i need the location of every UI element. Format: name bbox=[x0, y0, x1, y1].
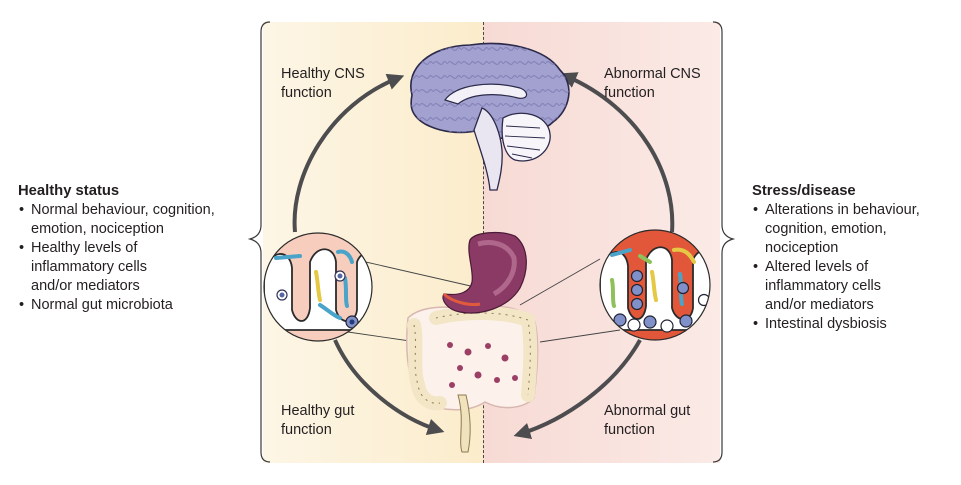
list-item: Normal gut microbiota bbox=[18, 296, 258, 315]
list-line: nociception bbox=[765, 240, 839, 256]
intestine-icon bbox=[406, 305, 539, 453]
label-healthy-gut: Healthy gut function bbox=[281, 402, 354, 440]
label-line: Healthy CNS bbox=[281, 66, 365, 82]
callout-lines bbox=[347, 258, 621, 344]
disease-status-list: Alterations in behaviour, cognition, emo… bbox=[752, 201, 957, 334]
right-bracket bbox=[712, 21, 736, 463]
disease-status-title: Stress/disease bbox=[752, 183, 856, 199]
label-line: Healthy gut bbox=[281, 403, 355, 419]
list-line: inflammatory cells bbox=[31, 259, 148, 275]
healthy-status: Healthy status Normal behaviour, cogniti… bbox=[18, 181, 258, 315]
label-abnormal-cns: Abnormal CNS function bbox=[604, 65, 701, 103]
arrow-abnormal-down bbox=[513, 339, 642, 440]
label-line: function bbox=[604, 85, 655, 101]
list-line: Alterations in behaviour, bbox=[765, 202, 920, 218]
arrow-healthy-down bbox=[333, 339, 445, 435]
list-line: Normal behaviour, cognition, bbox=[31, 202, 215, 218]
list-item: Altered levels of inflammatory cells and… bbox=[752, 258, 957, 315]
list-line: and/or mediators bbox=[31, 278, 140, 294]
villi-healthy-icon bbox=[263, 232, 373, 342]
list-line: Altered levels of bbox=[765, 259, 869, 275]
list-line: emotion, nociception bbox=[31, 221, 164, 237]
list-item: Intestinal dysbiosis bbox=[752, 315, 957, 334]
list-line: Normal gut microbiota bbox=[31, 297, 173, 313]
list-item: Alterations in behaviour, cognition, emo… bbox=[752, 201, 957, 258]
label-line: Abnormal gut bbox=[604, 403, 691, 419]
label-line: function bbox=[604, 422, 655, 438]
healthy-status-list: Normal behaviour, cognition, emotion, no… bbox=[18, 201, 258, 315]
list-item: Normal behaviour, cognition, emotion, no… bbox=[18, 201, 258, 239]
list-line: cognition, emotion, bbox=[765, 221, 887, 237]
label-healthy-cns: Healthy CNS function bbox=[281, 65, 365, 103]
brain-icon bbox=[410, 42, 570, 191]
arrow-abnormal-up bbox=[559, 72, 675, 233]
villi-disease-icon bbox=[599, 229, 711, 341]
disease-status: Stress/disease Alterations in behaviour,… bbox=[752, 181, 957, 334]
list-line: inflammatory cells bbox=[765, 278, 882, 294]
list-line: Healthy levels of bbox=[31, 240, 138, 256]
label-line: function bbox=[281, 422, 332, 438]
label-line: function bbox=[281, 85, 332, 101]
list-line: Intestinal dysbiosis bbox=[765, 316, 887, 332]
list-item: Healthy levels of inflammatory cells and… bbox=[18, 239, 258, 296]
stomach-icon bbox=[442, 231, 527, 314]
label-abnormal-gut: Abnormal gut function bbox=[604, 402, 690, 440]
arrow-healthy-up bbox=[292, 73, 405, 233]
healthy-status-title: Healthy status bbox=[18, 183, 120, 199]
label-line: Abnormal CNS bbox=[604, 66, 701, 82]
list-line: and/or mediators bbox=[765, 297, 874, 313]
